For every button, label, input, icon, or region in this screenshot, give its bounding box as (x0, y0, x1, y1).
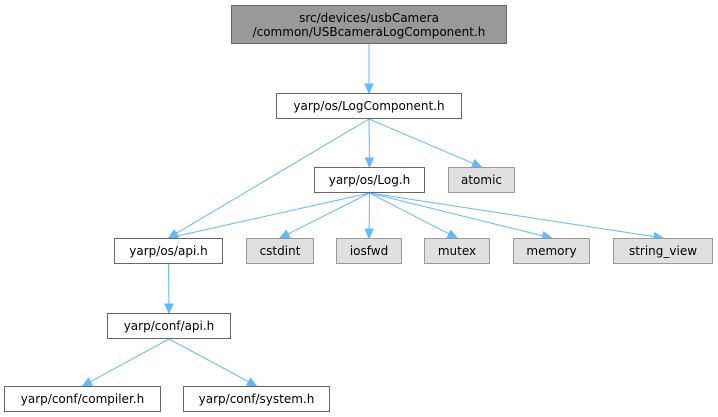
node-label: string_view (628, 244, 698, 258)
node-conf-api-h[interactable]: yarp/conf/api.h (107, 313, 231, 339)
edge-line (369, 192, 543, 237)
node-label: yarp/conf/api.h (123, 319, 215, 333)
edge-logcomponent-to-atomic (368, 118, 483, 168)
arrowhead-icon (81, 377, 94, 387)
node-label: yarp/conf/compiler.h (20, 392, 145, 406)
node-usbcamera-log-component-h: src/devices/usbCamera /common/USBcameraL… (231, 5, 507, 44)
arrowhead-icon (364, 83, 374, 95)
node-mutex: mutex (424, 238, 490, 264)
edge-log-to-os_api (167, 192, 370, 241)
node-label: yarp/conf/system.h (198, 392, 315, 406)
edge-log-to-cstdint (278, 192, 370, 239)
edge-log-to-memory (369, 192, 553, 241)
node-conf-system-h[interactable]: yarp/conf/system.h (183, 386, 330, 412)
node-conf-compiler-h[interactable]: yarp/conf/compiler.h (4, 386, 161, 412)
arrowhead-icon (364, 157, 375, 169)
edge-line (369, 192, 655, 238)
node-label: yarp/os/api.h (129, 244, 208, 258)
edge-root-to-logcomponent (364, 44, 374, 95)
node-log-h[interactable]: yarp/os/Log.h (314, 167, 425, 193)
node-label: yarp/os/LogComponent.h (293, 99, 445, 113)
edge-line (177, 192, 370, 237)
node-iosfwd: iosfwd (336, 238, 402, 264)
node-label: atomic (460, 173, 503, 187)
edge-line (175, 118, 370, 234)
node-label: cstdint (259, 244, 301, 258)
edge-line (168, 338, 249, 383)
edge-logcomponent-to-log (364, 118, 375, 169)
arrowhead-icon (364, 228, 374, 240)
node-label-line-1: src/devices/usbCamera (299, 10, 439, 25)
node-label: memory (526, 244, 577, 258)
arrowhead-icon (278, 229, 291, 239)
node-label: iosfwd (349, 244, 389, 258)
edge-log-to-string_view (369, 192, 665, 242)
edge-line (90, 338, 170, 383)
node-label: yarp/os/Log.h (328, 173, 411, 187)
edge-log-to-mutex (369, 192, 459, 239)
edge-line (287, 192, 370, 235)
node-memory: memory (513, 238, 590, 264)
node-string-view: string_view (613, 238, 713, 264)
node-log-component-h[interactable]: yarp/os/LogComponent.h (276, 93, 462, 119)
arrowhead-icon (245, 377, 258, 387)
edge-line (369, 192, 450, 235)
node-os-api-h[interactable]: yarp/os/api.h (114, 238, 223, 264)
node-atomic: atomic (448, 167, 515, 193)
arrowhead-icon (164, 303, 174, 315)
node-cstdint: cstdint (246, 238, 314, 264)
edge-log-to-iosfwd (364, 192, 374, 240)
node-label-line-2: /common/USBcameraLogComponent.h (252, 24, 486, 39)
edge-os_api-to-conf_api (164, 263, 174, 315)
arrowhead-icon (446, 229, 459, 239)
edge-conf_api-to-system (168, 338, 258, 387)
edge-conf_api-to-compiler (81, 338, 170, 387)
edge-line (368, 118, 474, 164)
node-label: mutex (437, 244, 477, 258)
